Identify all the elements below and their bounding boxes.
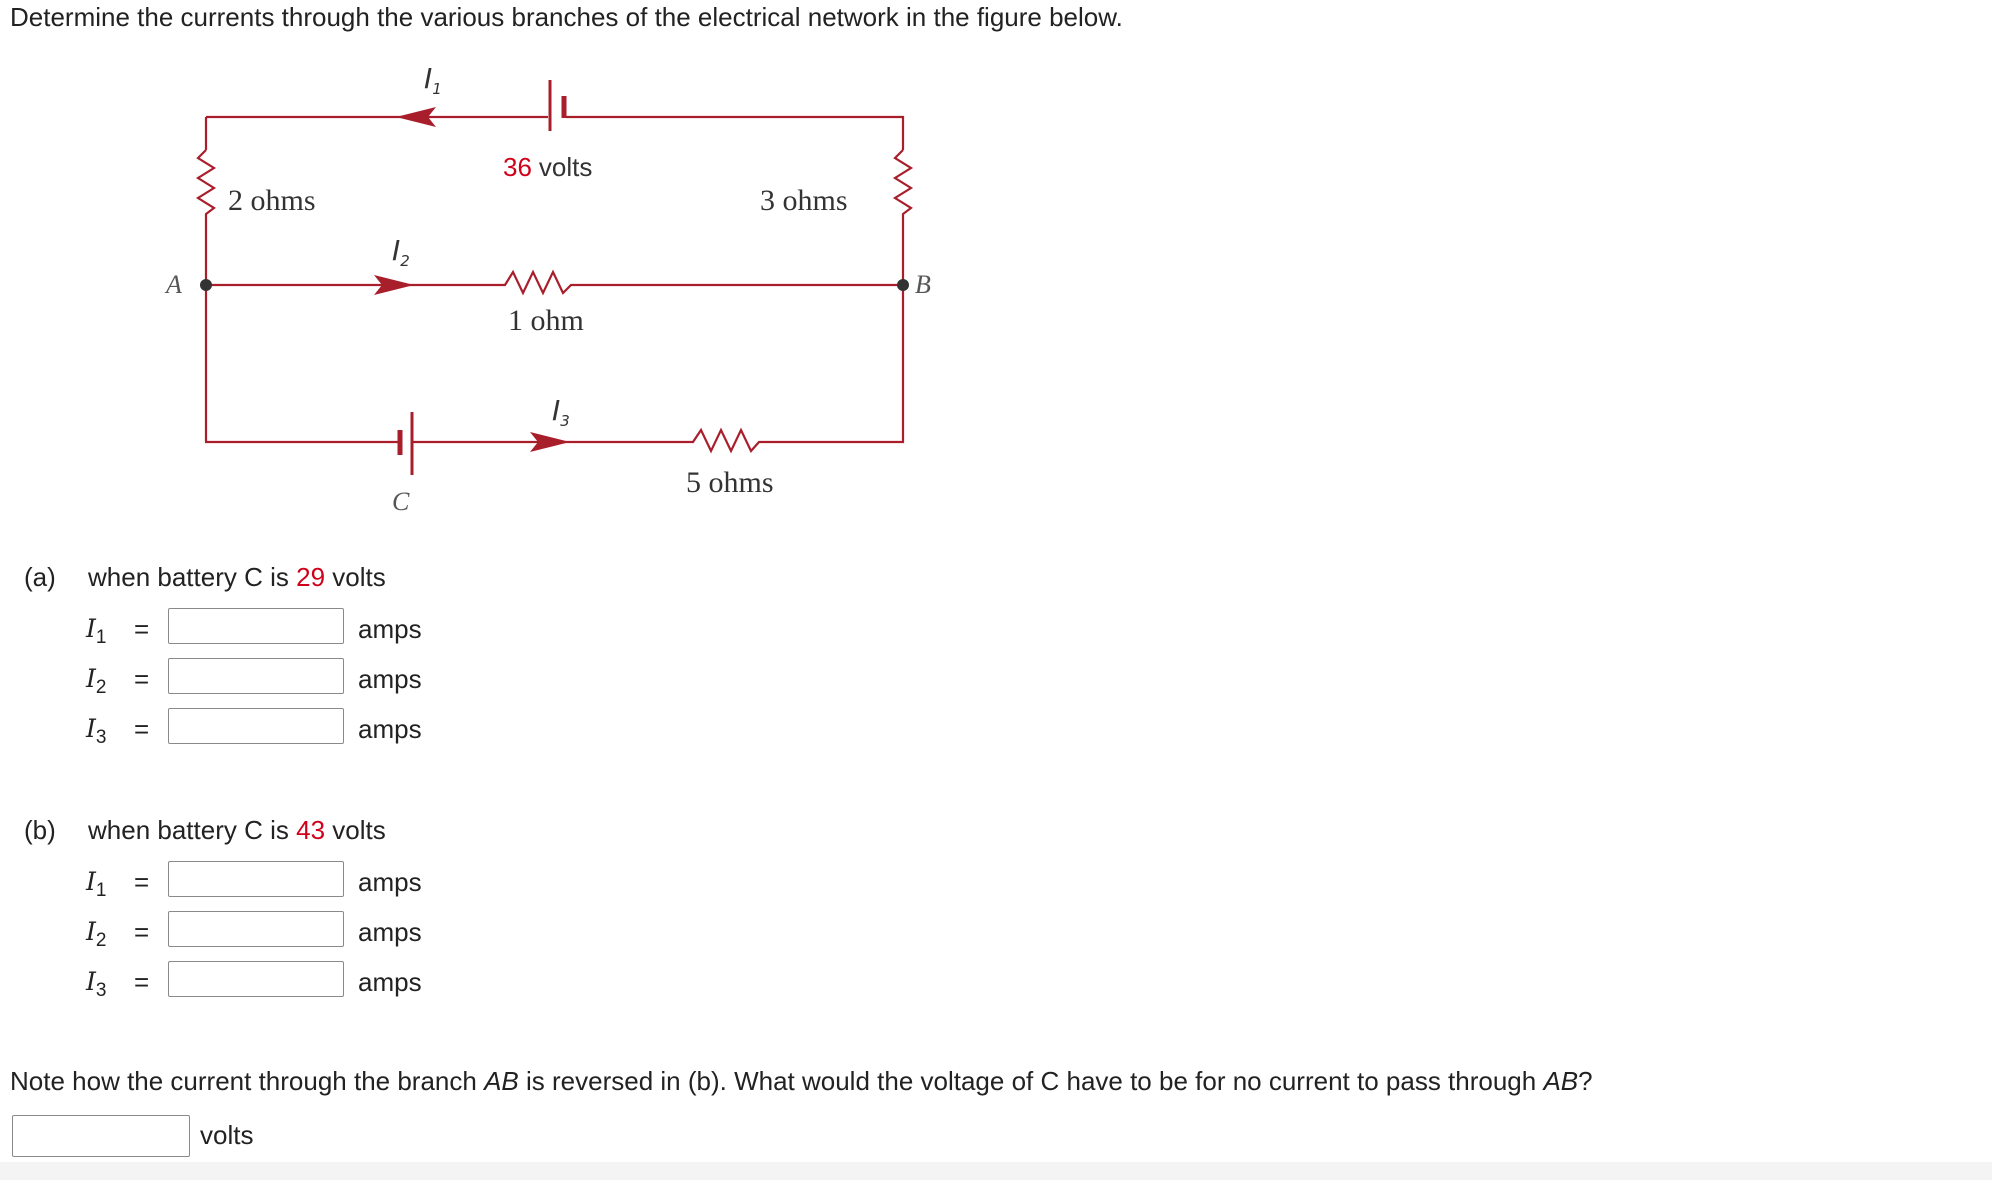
part-a-voltage: 29 [296, 562, 326, 592]
unit-label: amps [358, 867, 422, 897]
current-i2-label: I2 [392, 234, 410, 270]
resistor-right-label: 3 ohms [760, 184, 848, 217]
equals-sign: = [134, 967, 150, 997]
part-a-label: (a) [24, 562, 56, 592]
var-label: I1 [86, 614, 107, 648]
part-b-i2-input[interactable] [168, 911, 344, 947]
part-a-i3-input[interactable] [168, 708, 344, 744]
var-label: I2 [86, 917, 107, 951]
branch-ab: AB [1543, 1066, 1579, 1096]
unit-label: amps [358, 714, 422, 744]
node-a-dot [200, 279, 212, 291]
current-i3-label: I3 [552, 394, 570, 430]
resistor-left-label: 2 ohms [228, 184, 316, 217]
part-b-i1-input[interactable] [168, 861, 344, 897]
equals-sign: = [134, 867, 150, 897]
page-footer-band [0, 1162, 1992, 1180]
unit-label: amps [358, 614, 422, 644]
branch-ab: AB [484, 1066, 519, 1096]
equals-sign: = [134, 714, 150, 744]
equals-sign: = [134, 917, 150, 947]
resistor-bottom-label: 5 ohms [686, 466, 774, 499]
arrow-i3 [530, 432, 570, 452]
part-a-i1-input[interactable] [168, 608, 344, 644]
resistor-middle-label: 1 ohm [508, 304, 584, 337]
var-label: I3 [86, 967, 107, 1001]
part-b-unit: volts [332, 815, 386, 845]
equals-sign: = [134, 664, 150, 694]
voltage-c-input[interactable] [12, 1115, 190, 1157]
resistor-right-zigzag [892, 149, 914, 285]
battery-c-label: C [392, 487, 410, 516]
left-wire-bottom [204, 285, 400, 444]
var-label: I1 [86, 867, 107, 901]
question-text: Determine the currents through the vario… [10, 2, 1123, 32]
part-b-title: (b) when battery C is 43 volts [24, 815, 386, 846]
part-b-voltage: 43 [296, 815, 326, 845]
unit-label: amps [358, 664, 422, 694]
part-a-unit: volts [332, 562, 386, 592]
current-i1-label: I1 [424, 62, 442, 98]
node-b-label: B [915, 270, 931, 299]
part-b-i3-input[interactable] [168, 961, 344, 997]
final-unit-label: volts [200, 1120, 254, 1150]
node-b-dot [897, 279, 909, 291]
mid-wire [206, 269, 903, 296]
part-a-title: (a) when battery C is 29 volts [24, 562, 386, 593]
part-a-text: when battery C is [88, 562, 289, 592]
var-label: I3 [86, 714, 107, 748]
arrow-i1 [396, 107, 436, 127]
unit-label: amps [358, 917, 422, 947]
arrow-i2 [374, 275, 414, 295]
bottom-wire-mid [412, 285, 905, 454]
part-b-text: when battery C is [88, 815, 289, 845]
top-wire-right [566, 115, 905, 150]
equals-sign: = [134, 614, 150, 644]
var-label: I2 [86, 664, 107, 698]
node-a-label: A [164, 270, 182, 299]
part-a-i2-input[interactable] [168, 658, 344, 694]
note-text: Note how the current through the branch … [10, 1066, 1593, 1096]
unit-label: amps [358, 967, 422, 997]
resistor-left-zigzag [195, 149, 217, 285]
part-b-label: (b) [24, 815, 56, 845]
